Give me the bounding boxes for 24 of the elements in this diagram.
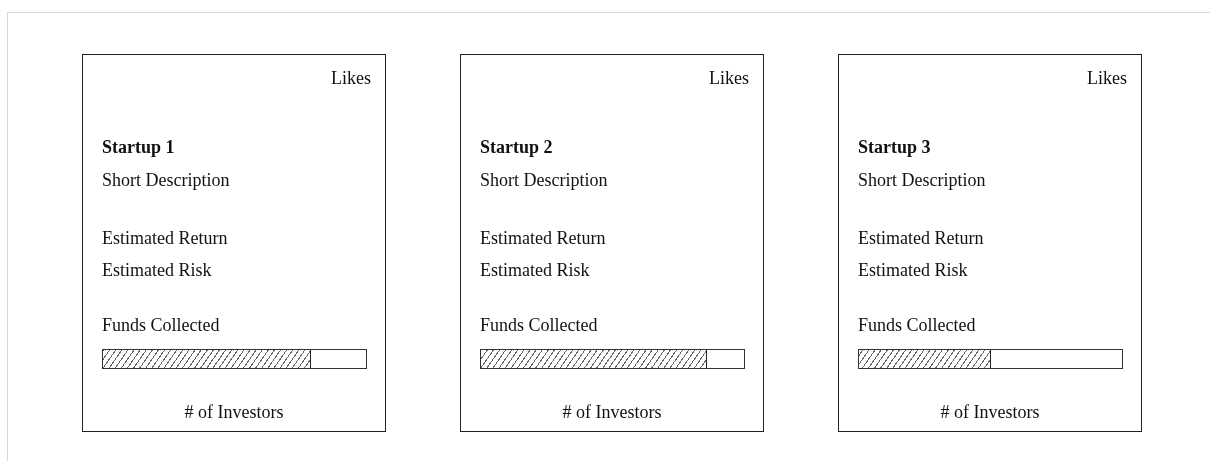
- startup-card: [82, 54, 386, 432]
- return-label: Estimated Return: [102, 227, 228, 249]
- likes-label: Likes: [331, 67, 371, 89]
- investors-label: # of Investors: [562, 401, 662, 423]
- description-text: Short Description: [480, 169, 608, 191]
- risk-label: Estimated Risk: [480, 259, 590, 281]
- funds-label: Funds Collected: [102, 314, 220, 336]
- startup-card: [460, 54, 764, 432]
- likes-label: Likes: [709, 67, 749, 89]
- return-label: Estimated Return: [480, 227, 606, 249]
- startup-card: [838, 54, 1142, 432]
- likes-label: Likes: [1087, 67, 1127, 89]
- startup-name: Startup 1: [102, 136, 175, 158]
- risk-label: Estimated Risk: [858, 259, 968, 281]
- investors-label: # of Investors: [940, 401, 1040, 423]
- description-text: Short Description: [102, 169, 230, 191]
- startup-name: Startup 2: [480, 136, 553, 158]
- funds-label: Funds Collected: [858, 314, 976, 336]
- description-text: Short Description: [858, 169, 986, 191]
- investors-label: # of Investors: [184, 401, 284, 423]
- return-label: Estimated Return: [858, 227, 984, 249]
- risk-label: Estimated Risk: [102, 259, 212, 281]
- funds-label: Funds Collected: [480, 314, 598, 336]
- startup-name: Startup 3: [858, 136, 931, 158]
